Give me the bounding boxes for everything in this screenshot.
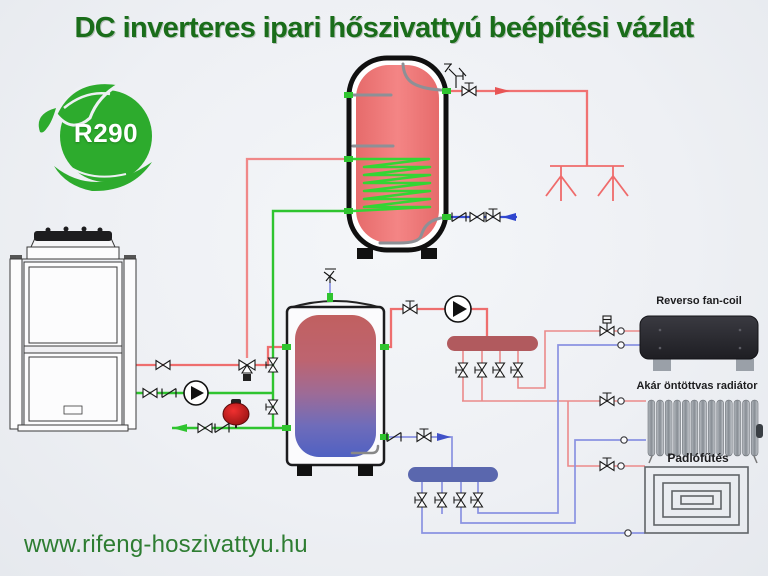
safety-group-icon	[444, 63, 467, 88]
fan-coil-unit	[639, 315, 759, 371]
dhw-coil	[352, 157, 432, 213]
flow-arrow-buffer-return	[437, 433, 451, 441]
flow-arrow-hot-water	[495, 87, 510, 95]
radiator-label: Akár öntöttvas radiátor	[636, 380, 758, 392]
blue-return-pipes	[329, 283, 646, 534]
floor-heating-label: Padlófűtés	[667, 451, 729, 465]
valve-icon	[455, 362, 469, 378]
return-manifold	[408, 467, 498, 482]
valve-icon	[461, 82, 477, 97]
fan-coil-label: Reverso fan-coil	[656, 295, 742, 307]
flow-arrow-cold-water	[502, 213, 516, 221]
valve-icon	[414, 492, 428, 508]
circulation-pump-heating	[444, 295, 472, 323]
valve-icon	[265, 399, 279, 415]
valve-icon	[599, 392, 615, 407]
valve-icon	[470, 492, 484, 508]
shower-outlets	[545, 165, 629, 201]
valve-icon	[599, 457, 615, 472]
pipe-connector-rings	[617, 327, 632, 537]
valve-icon	[474, 362, 488, 378]
expansion-vessel-icon	[222, 399, 250, 428]
valve-icon	[142, 387, 158, 399]
tank-port-fittings	[282, 88, 451, 440]
motor-valve-icon	[599, 315, 615, 337]
valve-icon	[155, 359, 171, 371]
badge-label: R290	[73, 118, 139, 148]
circulation-pump-primary	[183, 380, 209, 406]
r290-badge: R290	[34, 70, 176, 200]
valve-icon	[510, 362, 524, 378]
r290-leaf-icon	[38, 81, 152, 192]
floor-heating-loop	[644, 466, 749, 534]
radiator-unit	[647, 399, 763, 464]
flow-arrow-return	[172, 424, 187, 432]
heat-pump-unit	[9, 226, 137, 432]
page-title: DC inverteres ipari hőszivattyú beépítés…	[74, 12, 694, 44]
valve-icon	[416, 428, 432, 443]
valve-icon	[453, 492, 467, 508]
valve-icon	[402, 300, 418, 315]
valve-icon	[492, 362, 506, 378]
tank-internal-pipes	[351, 62, 443, 245]
valve-icon	[469, 211, 485, 223]
valve-icon	[485, 208, 501, 223]
three-way-valve-icon	[238, 359, 256, 382]
buffer-tank	[285, 300, 386, 476]
air-vent-icon	[323, 268, 337, 283]
supply-manifold	[447, 336, 538, 351]
valve-icon	[197, 422, 213, 434]
website-link[interactable]: www.rifeng-hoszivattyu.hu	[24, 531, 308, 558]
valve-icon	[434, 492, 448, 508]
dhw-tank	[346, 55, 449, 259]
